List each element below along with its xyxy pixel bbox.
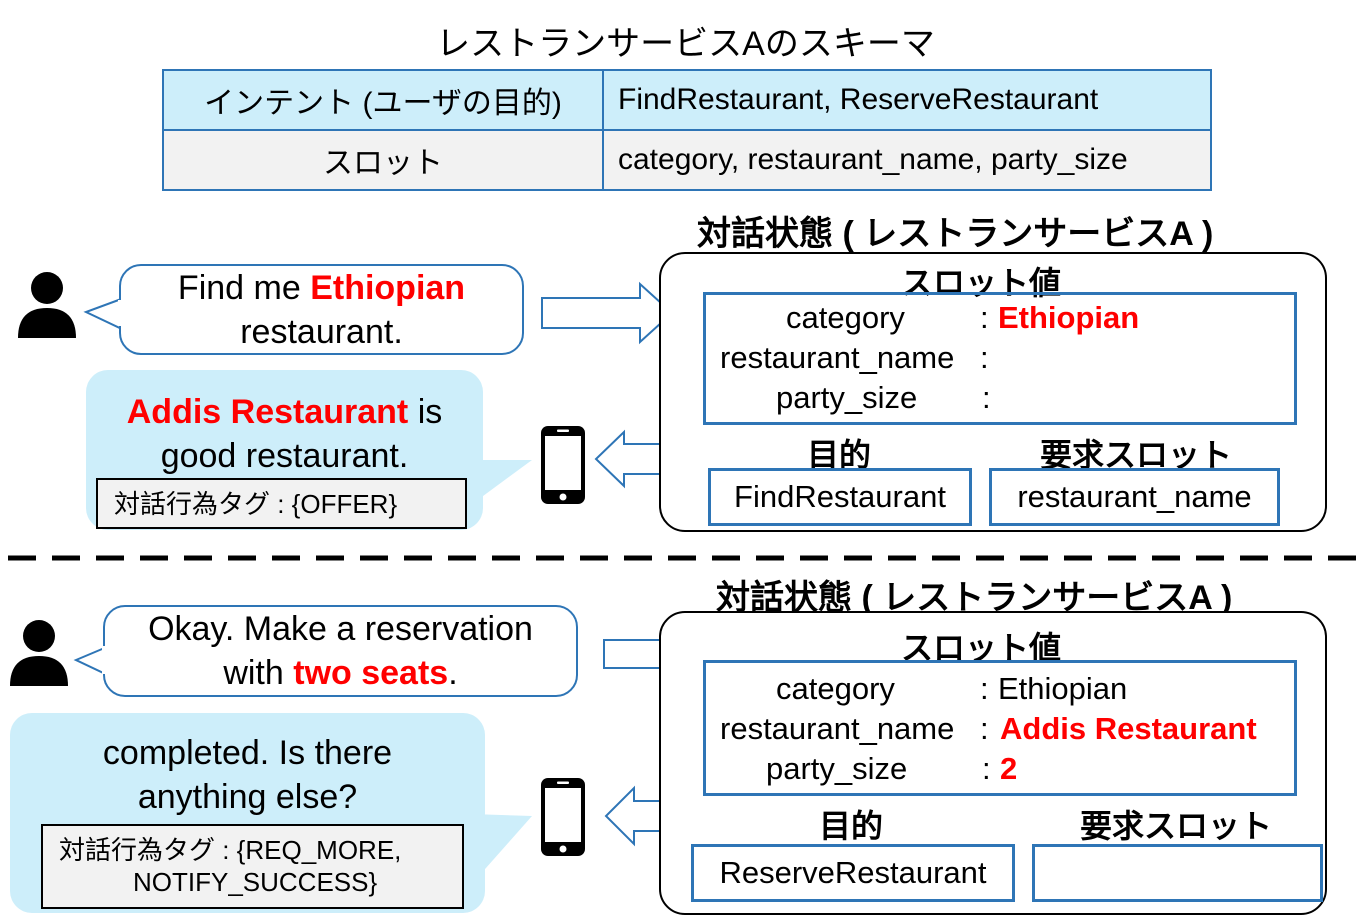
dialogue-state-panel-2: スロット値 category : Ethiopian restaurant_na…: [659, 611, 1327, 915]
requested-slot-value-box: [1032, 844, 1323, 902]
dialogue-state-heading-1: 対話状態 ( レストランサービスA ): [697, 215, 1214, 253]
slot-value-category: Ethiopian: [998, 300, 1140, 335]
person-icon: [18, 272, 76, 338]
turn-separator: [8, 555, 1365, 561]
user-text: Okay. Make a reservation: [148, 610, 533, 648]
slot-sep: :: [982, 380, 991, 415]
schema-title: レストランサービスAのスキーマ: [436, 25, 935, 63]
slot-sep: :: [980, 300, 989, 335]
slot-value-category: Ethiopian: [998, 671, 1128, 706]
slot-sep: :: [982, 751, 991, 786]
dialogue-state-panel-1: スロット値 category : Ethiopian restaurant_na…: [659, 252, 1327, 532]
dialogue-act-tag-text-line2: NOTIFY_SUCCESS}: [133, 867, 378, 897]
schema-value-slot: category, restaurant_name, party_size: [602, 129, 1212, 191]
intent-value-box: ReserveRestaurant: [691, 844, 1015, 902]
dialogue-act-tag-text: 対話行為タグ : {REQ_MORE,: [59, 835, 402, 865]
slot-name-party-size: party_size: [766, 751, 908, 786]
user-highlight: Ethiopian: [310, 269, 466, 307]
intent-heading: 目的: [818, 808, 883, 844]
slot-value-restaurant-name: Addis Restaurant: [1000, 711, 1257, 746]
person-icon: [10, 620, 68, 686]
dialogue-act-tag-1: 対話行為タグ : {OFFER}: [96, 478, 467, 529]
user-bubble-tail-cover: [102, 646, 108, 674]
arrow-right-icon: [541, 281, 674, 345]
schema-key-intent: インテント (ユーザの目的): [162, 69, 604, 131]
slot-values-box: category : Ethiopian restaurant_name : A…: [703, 660, 1297, 796]
slot-sep: :: [980, 340, 989, 375]
slot-sep: :: [980, 671, 989, 706]
schema-row-intent: インテント (ユーザの目的) FindRestaurant, ReserveRe…: [162, 69, 1212, 131]
slot-values-box: category : Ethiopian restaurant_name : p…: [703, 292, 1297, 425]
requested-slot-value-box: restaurant_name: [989, 468, 1280, 526]
slot-name-restaurant-name: restaurant_name: [720, 711, 955, 746]
dialogue-act-tag-text: 対話行為タグ : {OFFER}: [114, 489, 398, 519]
user-utterance-1: Find me Ethiopian restaurant.: [119, 264, 524, 355]
user-text-line2: restaurant.: [240, 313, 403, 351]
user-highlight: two seats: [293, 654, 449, 692]
smartphone-icon: [541, 778, 585, 856]
user-text-line2: with: [223, 654, 294, 692]
system-text-line2: good restaurant.: [160, 437, 409, 475]
system-highlight: Addis Restaurant: [126, 393, 409, 431]
schema-key-slot: スロット: [162, 129, 604, 191]
slot-value-party-size: 2: [1000, 751, 1018, 786]
user-utterance-2: Okay. Make a reservation with two seats.: [103, 605, 578, 697]
user-bubble-tail-cover: [118, 300, 124, 326]
dialogue-state-heading-2: 対話状態 ( レストランサービスA ): [716, 579, 1233, 617]
intent-value-box: FindRestaurant: [708, 468, 972, 526]
intent-heading: 目的: [806, 437, 871, 473]
schema-row-slot: スロット category, restaurant_name, party_si…: [162, 129, 1212, 191]
requested-slot-heading: 要求スロット: [1079, 808, 1272, 844]
slot-sep: :: [980, 711, 989, 746]
system-text: completed. Is there: [102, 734, 393, 772]
slot-name-category: category: [776, 671, 895, 706]
system-text: is: [408, 393, 443, 431]
slot-values-heading: スロット値: [900, 265, 1061, 301]
slot-name-party-size: party_size: [776, 380, 918, 415]
schema-table: インテント (ユーザの目的) FindRestaurant, ReserveRe…: [162, 69, 1212, 191]
system-text-line2: anything else?: [137, 778, 358, 816]
slot-name-category: category: [786, 300, 905, 335]
dialogue-act-tag-2: 対話行為タグ : {REQ_MORE, NOTIFY_SUCCESS}: [41, 824, 464, 909]
user-text-end: .: [448, 654, 458, 692]
requested-slot-heading: 要求スロット: [1039, 437, 1232, 473]
slot-name-restaurant-name: restaurant_name: [720, 340, 955, 375]
smartphone-icon: [541, 426, 585, 504]
schema-value-intent: FindRestaurant, ReserveRestaurant: [602, 69, 1212, 131]
user-text: Find me: [177, 269, 311, 307]
